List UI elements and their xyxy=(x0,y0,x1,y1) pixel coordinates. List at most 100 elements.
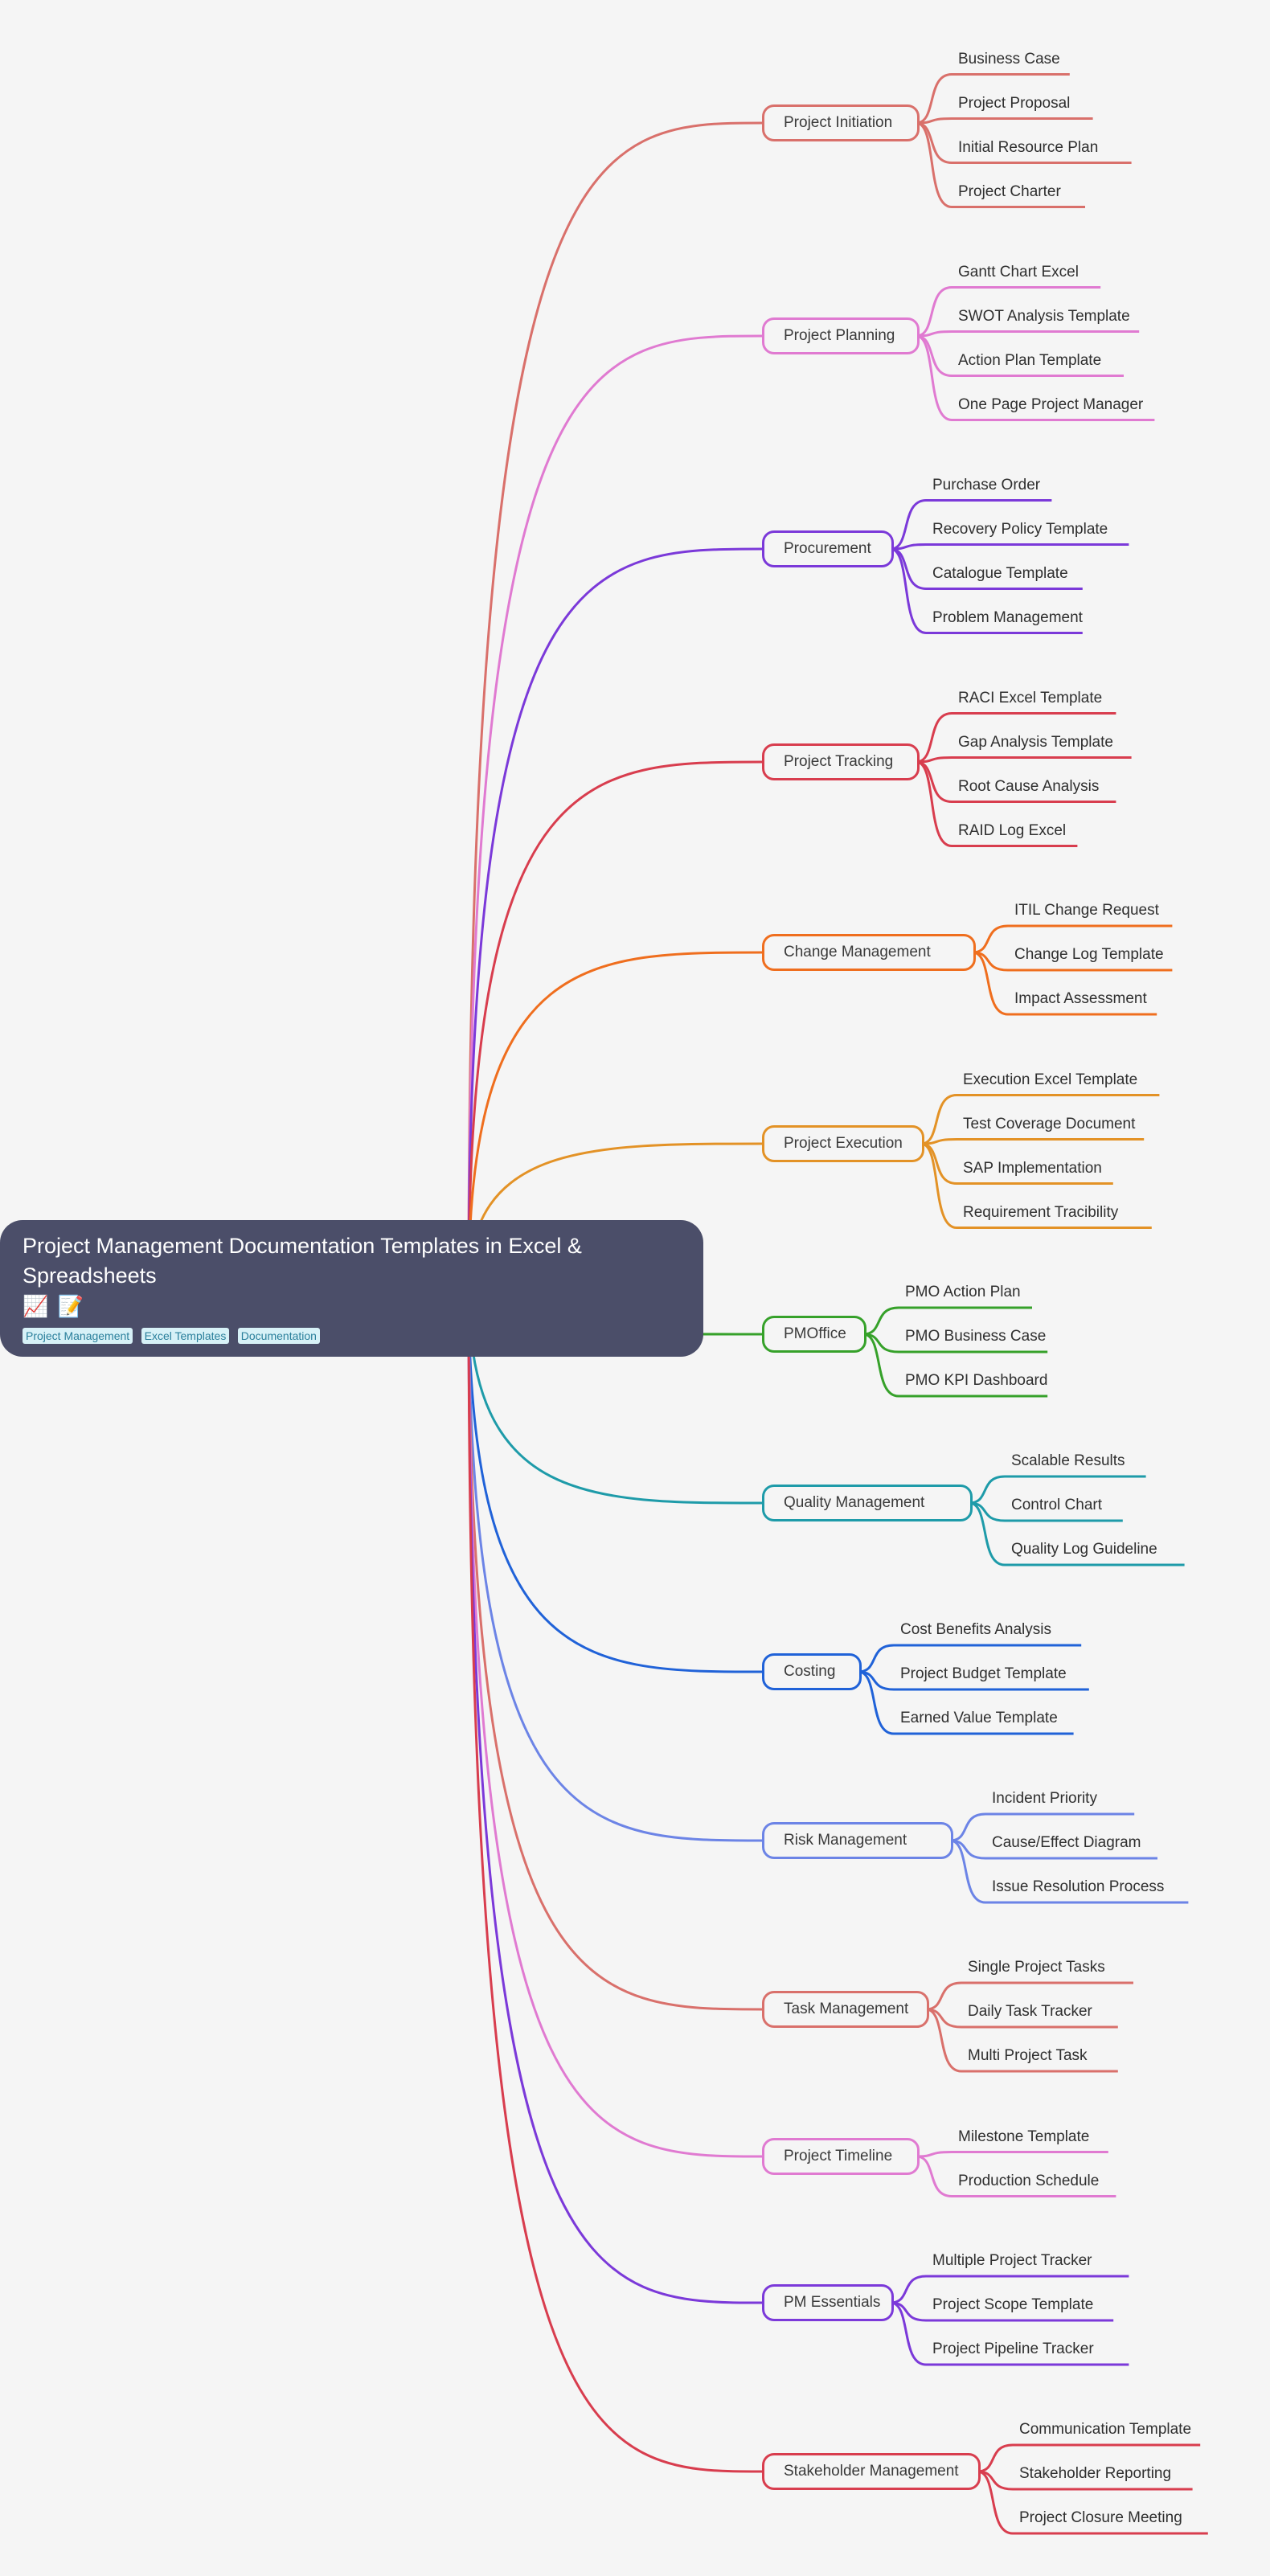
leaf-cause-effect-diagram[interactable]: Cause/Effect Diagram xyxy=(992,1834,1141,1851)
connector-project-initiation xyxy=(467,121,763,1289)
leaf-pmo-kpi-dashboard[interactable]: PMO KPI Dashboard xyxy=(905,1372,1048,1389)
leaf-daily-task-tracker[interactable]: Daily Task Tracker xyxy=(968,2003,1092,2020)
branch-stakeholder-management[interactable]: Stakeholder Management xyxy=(762,2453,981,2490)
leaf-milestone-template[interactable]: Milestone Template xyxy=(958,2128,1090,2145)
leaf-communication-template[interactable]: Communication Template xyxy=(1019,2421,1192,2438)
leaf-incident-priority[interactable]: Incident Priority xyxy=(992,1790,1097,1807)
leaf-gantt-chart-excel[interactable]: Gantt Chart Excel xyxy=(958,263,1079,281)
leaf-connector-issue-resolution-process xyxy=(949,1839,1189,1904)
leaf-quality-log-guideline[interactable]: Quality Log Guideline xyxy=(1011,1541,1157,1558)
leaf-connector-project-pipeline-tracker xyxy=(890,2301,1129,2366)
connector-risk-management xyxy=(467,1288,763,1842)
connector-stakeholder-management xyxy=(467,1288,763,2473)
branch-project-timeline[interactable]: Project Timeline xyxy=(762,2138,920,2175)
leaf-pmo-business-case[interactable]: PMO Business Case xyxy=(905,1328,1047,1345)
connector-project-timeline xyxy=(467,1288,763,2158)
leaf-connector-problem-management xyxy=(890,547,1083,634)
leaf-connector-gap-analysis-template xyxy=(916,756,1132,764)
leaf-initial-resource-plan[interactable]: Initial Resource Plan xyxy=(958,138,1099,156)
connector-quality-management xyxy=(467,1288,763,1505)
connector-project-tracking xyxy=(467,760,763,1289)
tag-project-management[interactable]: Project Management xyxy=(23,1328,133,1344)
leaf-stakeholder-reporting[interactable]: Stakeholder Reporting xyxy=(1019,2465,1172,2482)
leaf-swot-analysis-template[interactable]: SWOT Analysis Template xyxy=(958,307,1130,325)
leaf-requirement-tracibility[interactable]: Requirement Tracibility xyxy=(963,1203,1119,1221)
leaf-impact-assessment[interactable]: Impact Assessment xyxy=(1014,990,1147,1007)
tag-documentation[interactable]: Documentation xyxy=(237,1328,320,1344)
leaf-connector-scalable-results xyxy=(969,1475,1146,1505)
connector-procurement xyxy=(467,547,763,1289)
leaf-connector-single-project-tasks xyxy=(925,1981,1133,2011)
leaf-execution-excel-template[interactable]: Execution Excel Template xyxy=(963,1071,1138,1088)
leaf-connector-cost-benefits-analysis xyxy=(858,1644,1082,1673)
leaf-multiple-project-tracker[interactable]: Multiple Project Tracker xyxy=(932,2252,1092,2269)
memo-icon: 📝 xyxy=(57,1294,84,1318)
leaf-one-page-project-manager[interactable]: One Page Project Manager xyxy=(958,395,1144,413)
leaf-raci-excel-template[interactable]: RACI Excel Template xyxy=(958,689,1103,706)
branch-risk-management[interactable]: Risk Management xyxy=(762,1822,953,1859)
branch-change-management[interactable]: Change Management xyxy=(762,934,976,971)
leaf-catalogue-template[interactable]: Catalogue Template xyxy=(932,564,1068,582)
leaf-connector-test-coverage-document xyxy=(920,1138,1145,1145)
leaf-raid-log-excel[interactable]: RAID Log Excel xyxy=(958,821,1067,839)
root-node[interactable]: Project Management Documentation Templat… xyxy=(0,1220,703,1357)
root-tags: Project Management Excel Templates Docum… xyxy=(23,1328,681,1344)
branch-pmoffice[interactable]: PMOffice xyxy=(762,1316,866,1353)
leaf-connector-impact-assessment xyxy=(972,951,1157,1016)
leaf-connector-pmo-kpi-dashboard xyxy=(862,1333,1048,1398)
leaf-scalable-results[interactable]: Scalable Results xyxy=(1011,1452,1125,1469)
leaf-purchase-order[interactable]: Purchase Order xyxy=(932,476,1041,493)
leaf-action-plan-template[interactable]: Action Plan Template xyxy=(958,351,1102,369)
leaf-connector-stakeholder-reporting xyxy=(977,2470,1193,2491)
leaf-connector-cause-effect-diagram xyxy=(949,1839,1157,1860)
branch-task-management[interactable]: Task Management xyxy=(762,1991,929,2028)
leaf-connector-milestone-template xyxy=(916,2151,1108,2158)
branch-project-execution[interactable]: Project Execution xyxy=(762,1125,924,1162)
leaf-single-project-tasks[interactable]: Single Project Tasks xyxy=(968,1959,1105,1976)
leaf-connector-raid-log-excel xyxy=(916,760,1078,847)
leaf-connector-multi-project-task xyxy=(925,2008,1118,2073)
leaf-control-chart[interactable]: Control Chart xyxy=(1011,1497,1102,1513)
leaf-cost-benefits-analysis[interactable]: Cost Benefits Analysis xyxy=(900,1621,1051,1638)
branch-project-initiation[interactable]: Project Initiation xyxy=(762,104,920,141)
leaf-project-scope-template[interactable]: Project Scope Template xyxy=(932,2296,1094,2313)
root-icons: 📈 📝 xyxy=(23,1294,681,1321)
leaf-issue-resolution-process[interactable]: Issue Resolution Process xyxy=(992,1878,1165,1895)
leaf-project-charter[interactable]: Project Charter xyxy=(958,182,1061,200)
tag-excel-templates[interactable]: Excel Templates xyxy=(141,1328,230,1344)
branch-costing[interactable]: Costing xyxy=(762,1653,862,1690)
leaf-test-coverage-document[interactable]: Test Coverage Document xyxy=(963,1115,1136,1132)
leaf-connector-project-closure-meeting xyxy=(977,2470,1208,2535)
leaf-connector-raci-excel-template xyxy=(916,712,1116,764)
leaf-project-pipeline-tracker[interactable]: Project Pipeline Tracker xyxy=(932,2341,1094,2357)
leaf-connector-pmo-action-plan xyxy=(862,1306,1032,1336)
branch-quality-management[interactable]: Quality Management xyxy=(762,1485,973,1521)
leaf-project-closure-meeting[interactable]: Project Closure Meeting xyxy=(1019,2509,1182,2526)
root-title: Project Management Documentation Templat… xyxy=(23,1234,582,1288)
branch-project-tracking[interactable]: Project Tracking xyxy=(762,743,920,780)
leaf-change-log-template[interactable]: Change Log Template xyxy=(1014,946,1164,963)
leaf-connector-project-budget-template xyxy=(858,1670,1089,1691)
leaf-gap-analysis-template[interactable]: Gap Analysis Template xyxy=(958,733,1113,751)
connector-pm-essentials xyxy=(467,1288,763,2304)
connector-costing xyxy=(467,1288,763,1673)
leaf-root-cause-analysis[interactable]: Root Cause Analysis xyxy=(958,777,1100,795)
branch-procurement[interactable]: Procurement xyxy=(762,530,894,567)
leaf-sap-implementation[interactable]: SAP Implementation xyxy=(963,1159,1102,1177)
branch-pm-essentials[interactable]: PM Essentials xyxy=(762,2284,894,2321)
connector-change-management xyxy=(467,951,763,1289)
leaf-project-proposal[interactable]: Project Proposal xyxy=(958,94,1071,112)
leaf-business-case[interactable]: Business Case xyxy=(958,50,1060,68)
leaf-production-schedule[interactable]: Production Schedule xyxy=(958,2172,1100,2189)
leaf-earned-value-template[interactable]: Earned Value Template xyxy=(900,1710,1058,1726)
leaf-pmo-action-plan[interactable]: PMO Action Plan xyxy=(905,1284,1021,1300)
branch-project-planning[interactable]: Project Planning xyxy=(762,317,920,354)
leaf-connector-recovery-policy-template xyxy=(890,543,1129,551)
leaf-itil-change-request[interactable]: ITIL Change Request xyxy=(1014,902,1159,919)
leaf-connector-control-chart xyxy=(969,1501,1123,1522)
leaf-project-budget-template[interactable]: Project Budget Template xyxy=(900,1665,1067,1682)
leaf-recovery-policy-template[interactable]: Recovery Policy Template xyxy=(932,520,1108,538)
leaf-connector-change-log-template xyxy=(972,951,1173,972)
leaf-problem-management[interactable]: Problem Management xyxy=(932,608,1083,626)
leaf-multi-project-task[interactable]: Multi Project Task xyxy=(968,2047,1088,2064)
